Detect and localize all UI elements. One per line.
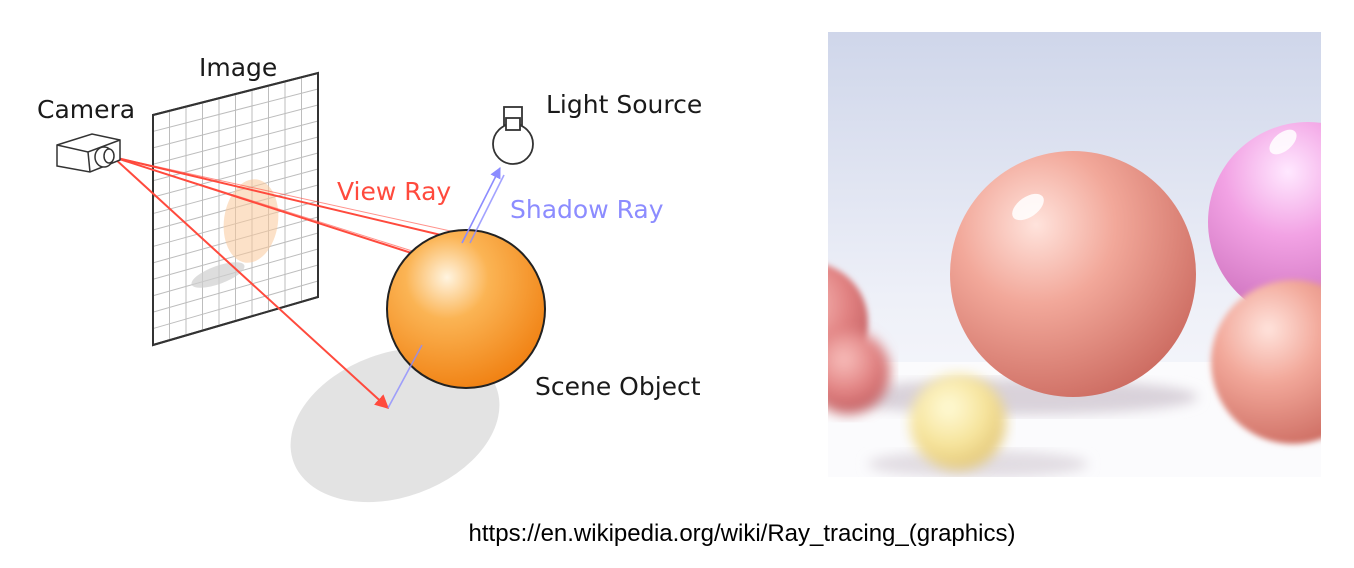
light-bulb-icon (492, 106, 534, 165)
label-view-ray: View Ray (337, 177, 451, 206)
label-light-source: Light Source (546, 90, 702, 119)
label-image: Image (199, 53, 277, 82)
projected-sphere-ellipse (223, 179, 279, 263)
label-scene-object: Scene Object (535, 372, 701, 401)
ray-tracing-diagram: Image Camera Light Source View Ray Shado… (37, 53, 702, 503)
label-shadow-ray: Shadow Ray (510, 195, 664, 224)
source-url-caption: https://en.wikipedia.org/wiki/Ray_tracin… (468, 520, 1016, 547)
projected-shadow-ellipse (191, 262, 245, 288)
scene-object-sphere (386, 229, 546, 389)
camera-icon (56, 133, 121, 173)
view-rays (112, 156, 464, 409)
raytraced-render-image (828, 32, 1321, 477)
shadow-rays (387, 167, 505, 409)
label-camera: Camera (37, 95, 135, 124)
